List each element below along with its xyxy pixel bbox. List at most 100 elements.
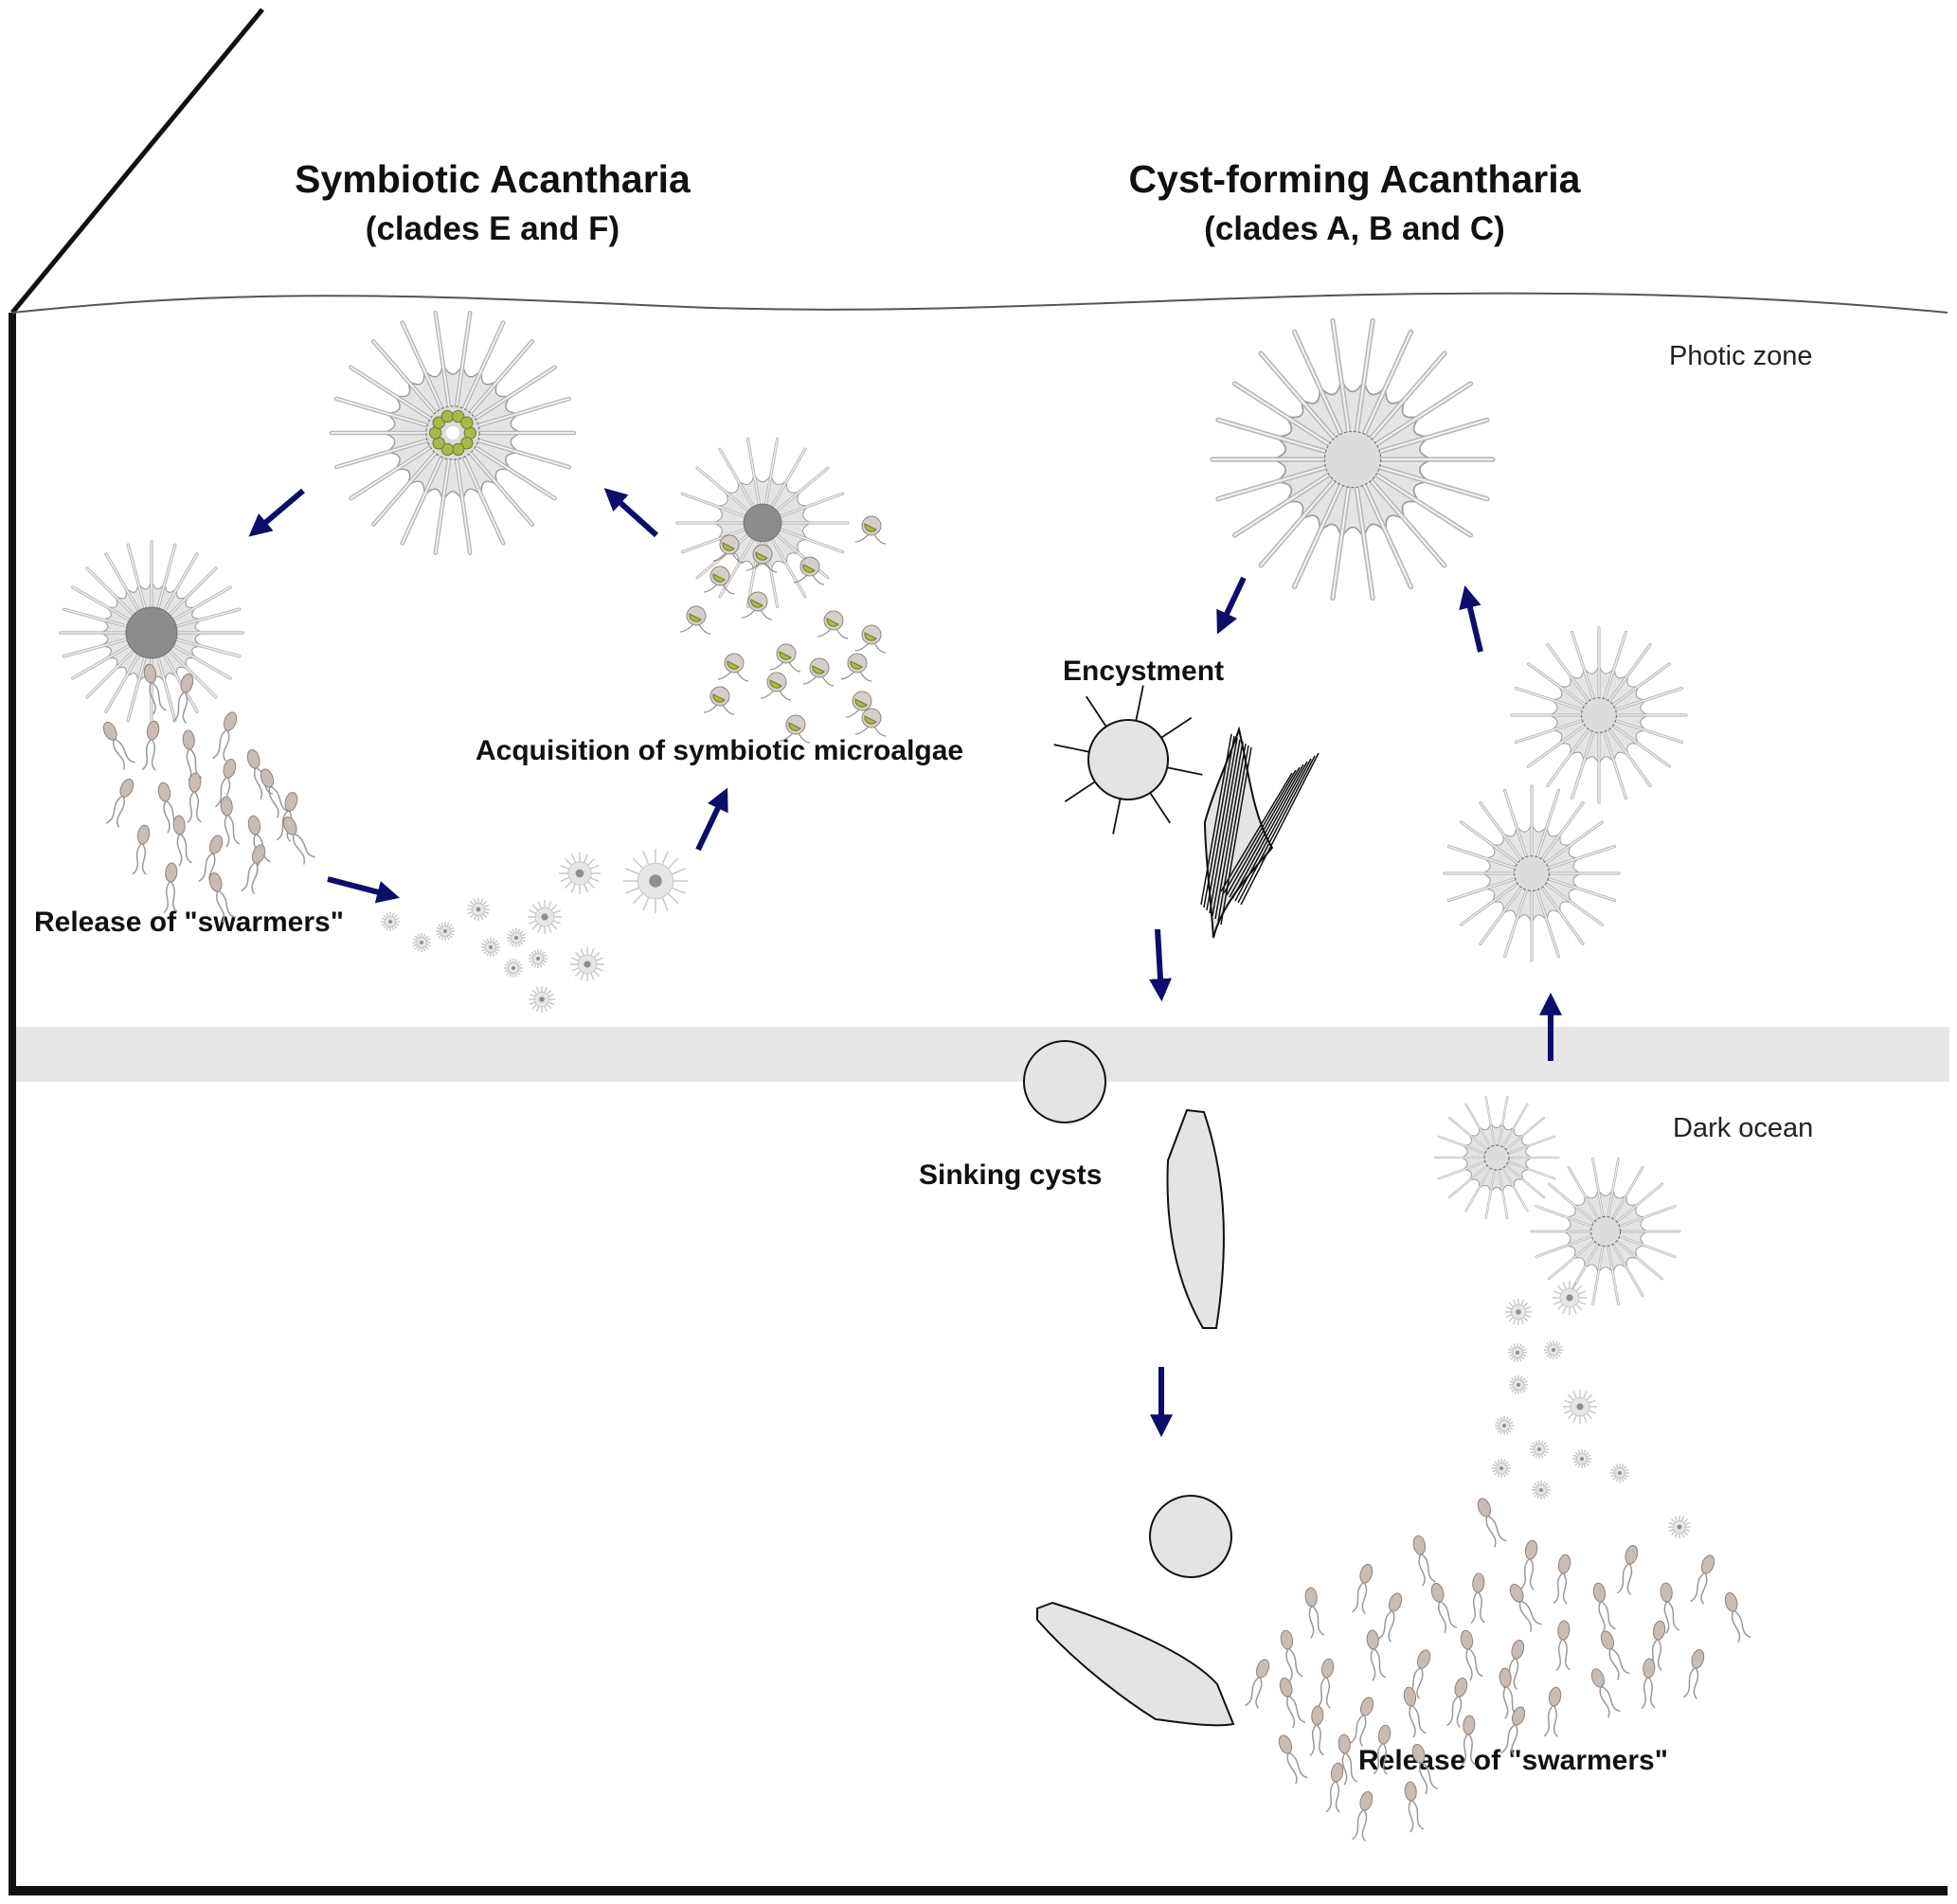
symbiotic-microalga xyxy=(717,653,749,682)
adult-releasing-swarmers xyxy=(59,540,244,726)
symbiotic-microalga xyxy=(703,686,735,715)
sinking-cysts-label: Sinking cysts xyxy=(919,1159,1102,1191)
left-subtitle: (clades E and F) xyxy=(366,210,619,247)
swarmer-cell xyxy=(187,772,202,824)
swarmer-cell xyxy=(1502,1640,1525,1690)
swarmer-cell xyxy=(1690,1554,1715,1605)
arrow-release-to-juveniles xyxy=(327,876,400,904)
symbiotic-microalga xyxy=(854,708,887,737)
acquisition-label: Acquisition of symbiotic microalgae xyxy=(476,735,963,766)
swarmer-cell xyxy=(157,781,181,834)
swarmer-cell xyxy=(132,824,151,875)
symbiotic-adult-cell xyxy=(329,311,577,555)
swarmer-cell xyxy=(1377,1592,1403,1643)
arrow-encystment xyxy=(1216,576,1247,635)
swarmer-cell xyxy=(1430,1583,1458,1634)
juvenile-cell xyxy=(381,912,400,931)
symbiotic-microalga xyxy=(679,605,711,635)
growing-cell-lower xyxy=(1443,784,1621,962)
sinking-round-cyst-2 xyxy=(1149,1495,1232,1578)
juvenile-cell xyxy=(1509,1375,1528,1394)
juvenile-cell xyxy=(529,949,548,968)
encystment-label: Encystment xyxy=(1063,656,1224,687)
swarmer-cell xyxy=(1373,1724,1391,1775)
release-swarmers-left-label: Release of "swarmers" xyxy=(34,907,344,938)
right-subtitle: (clades A, B and C) xyxy=(1204,210,1505,247)
swarmer-cell xyxy=(1641,1658,1656,1710)
cycle-arrows xyxy=(248,488,1562,1438)
swarmer-cell xyxy=(1519,1539,1538,1590)
symbiotic-microalga xyxy=(779,714,811,744)
swarmer-cell xyxy=(1316,1658,1335,1709)
swarmer-cell xyxy=(220,796,241,848)
swarmer-cell xyxy=(1280,1629,1303,1681)
swarmer-cell xyxy=(1403,1686,1427,1738)
dark-ocean-juvenile-1 xyxy=(1433,1095,1560,1220)
arrow-top-to-left xyxy=(248,488,305,537)
swarmer-cell xyxy=(1351,1564,1373,1614)
swarmer-cell xyxy=(1553,1554,1571,1605)
dark-ocean-label: Dark ocean xyxy=(1673,1113,1813,1143)
symbiotic-microalga xyxy=(703,566,735,595)
swarmer-cell xyxy=(1590,1668,1621,1718)
sinking-spindle-cyst-2 xyxy=(1036,1601,1235,1727)
arrow-juveniles-up xyxy=(695,787,728,852)
symbiotic-microalga xyxy=(793,556,825,585)
swarmer-cell xyxy=(105,778,135,828)
ocean-frame xyxy=(9,8,1948,1895)
juvenile-cell xyxy=(528,900,562,934)
swarmer-cell xyxy=(1338,1733,1358,1786)
sea-surface-line xyxy=(11,292,1948,314)
cell-acquiring-algae xyxy=(675,437,850,609)
dark-ocean-juvenile-2 xyxy=(1530,1157,1681,1306)
juvenile-cell xyxy=(412,933,431,952)
swarmer-cell xyxy=(1461,1715,1476,1767)
juvenile-cell xyxy=(1532,1481,1551,1500)
juvenile-cell xyxy=(1492,1459,1511,1478)
symbiotic-microalga xyxy=(854,624,887,654)
juvenile-cell xyxy=(1508,1343,1527,1362)
swarmer-cell xyxy=(1278,1734,1308,1785)
spindle-cyst-encystment xyxy=(1200,726,1320,939)
swarmer-cell xyxy=(1682,1649,1705,1699)
juvenile-cell xyxy=(1495,1416,1514,1435)
swarmer-cell xyxy=(1279,1678,1306,1729)
symbiotic-microalga xyxy=(745,544,778,573)
swarmer-cell xyxy=(260,768,290,818)
juvenile-cell xyxy=(1572,1449,1591,1468)
swarmer-cell xyxy=(1555,1620,1571,1672)
symbiotic-microalga xyxy=(802,657,835,687)
swarmer-cell xyxy=(1600,1630,1630,1680)
juvenile-cell xyxy=(507,928,526,947)
swarmer-cell xyxy=(1460,1629,1483,1681)
swarmer-cell xyxy=(1349,1697,1374,1747)
swarmer-cell xyxy=(1445,1678,1468,1728)
juvenile-cell xyxy=(436,922,455,941)
symbiotic-microalga xyxy=(760,672,792,701)
arrow-to-top xyxy=(603,488,659,538)
swarmer-cell xyxy=(1724,1592,1751,1644)
swarmer-cell xyxy=(1470,1572,1485,1625)
swarmer-cell xyxy=(208,872,236,924)
swarmer-cell xyxy=(1412,1535,1436,1587)
swarmer-cell xyxy=(1366,1629,1387,1681)
arrow-right-up-top xyxy=(1459,584,1483,653)
swarmer-cell xyxy=(1616,1545,1639,1595)
juvenile-cell xyxy=(481,938,500,957)
swarmer-cell xyxy=(1309,1705,1324,1757)
juvenile-cell xyxy=(1544,1340,1563,1359)
juvenile-cell xyxy=(1563,1390,1597,1424)
swarmer-cell xyxy=(1660,1582,1680,1634)
right-title: Cyst-forming Acantharia xyxy=(1129,157,1582,201)
release-swarmers-right-label: Release of "swarmers" xyxy=(1358,1745,1668,1776)
swarmer-cell xyxy=(282,816,315,865)
left-title: Symbiotic Acantharia xyxy=(295,157,691,201)
swarmer-cell xyxy=(1351,1791,1373,1841)
swarmer-cell xyxy=(1477,1498,1507,1548)
juvenile-cell xyxy=(529,986,555,1013)
symbiotic-microalga xyxy=(741,591,773,620)
swarmer-cell xyxy=(241,844,266,894)
swarmer-cell xyxy=(1592,1582,1616,1634)
symbiotic-microalga xyxy=(769,643,801,673)
